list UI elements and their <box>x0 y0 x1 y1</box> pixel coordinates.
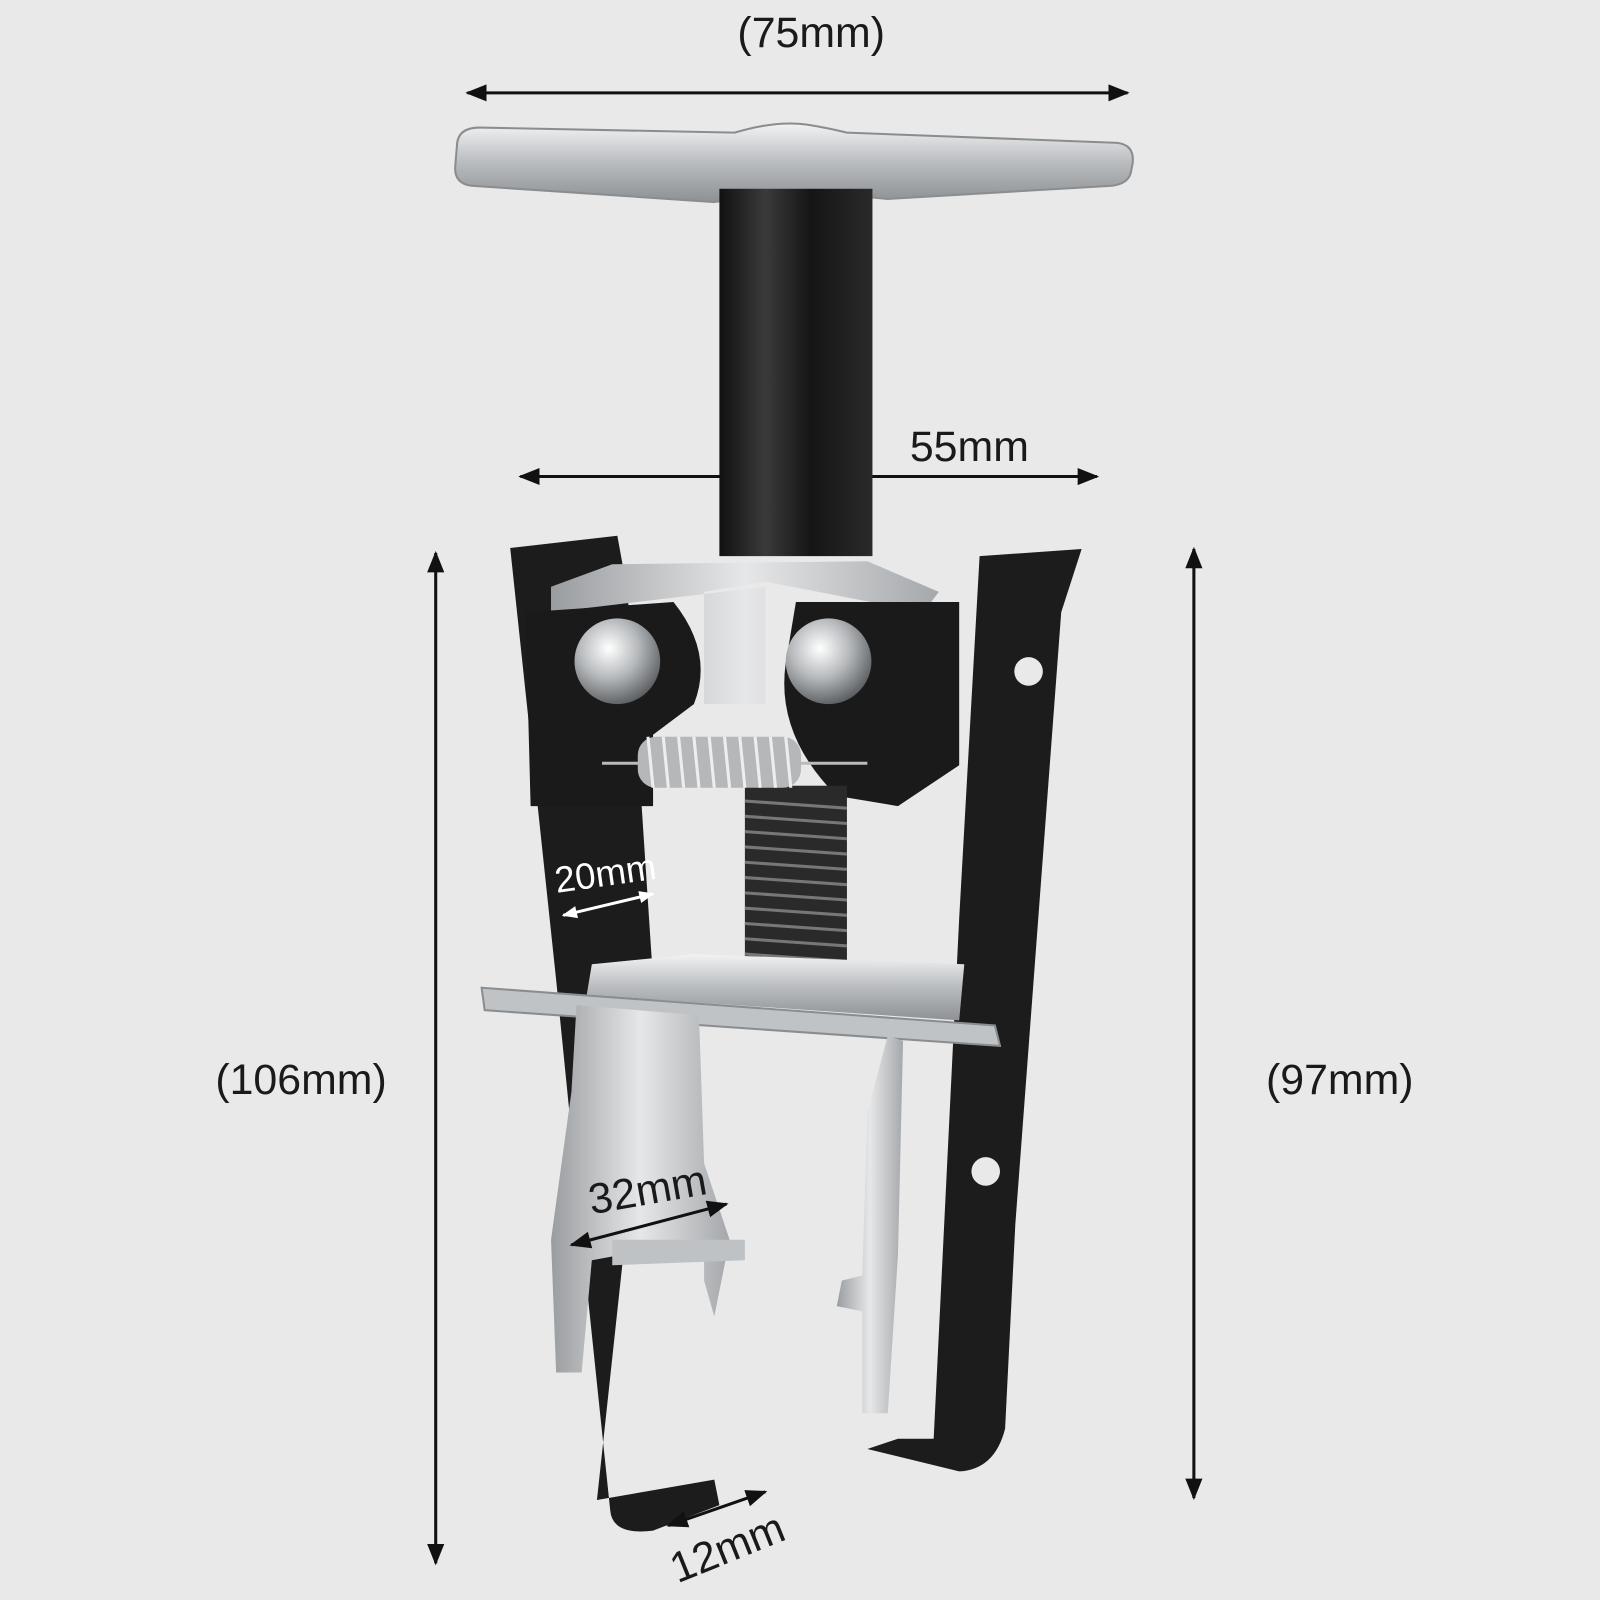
shaft <box>719 188 873 557</box>
jaw-gap-arrow <box>569 1200 729 1249</box>
pivot-ball-right <box>785 618 872 705</box>
left-jaw <box>551 1005 730 1373</box>
pivot-ball-left <box>574 618 661 705</box>
label-97mm: (97mm) <box>1266 1056 1414 1104</box>
leg-hole <box>971 1157 1000 1186</box>
right-jaw <box>836 1035 904 1414</box>
hook-depth-arrow <box>666 1490 768 1528</box>
crossbar <box>480 986 1002 1048</box>
leg-width-arrow <box>561 891 655 919</box>
spring <box>602 736 868 788</box>
right-leg <box>867 548 1082 1472</box>
crossbar-plate <box>586 954 965 1021</box>
label-75mm: (75mm) <box>737 9 885 57</box>
label-55mm: 55mm <box>910 423 1029 471</box>
label-106mm: (106mm) <box>215 1056 386 1104</box>
leg-hole <box>1014 657 1043 686</box>
top-plate <box>551 561 939 705</box>
threaded-screw <box>744 785 848 980</box>
